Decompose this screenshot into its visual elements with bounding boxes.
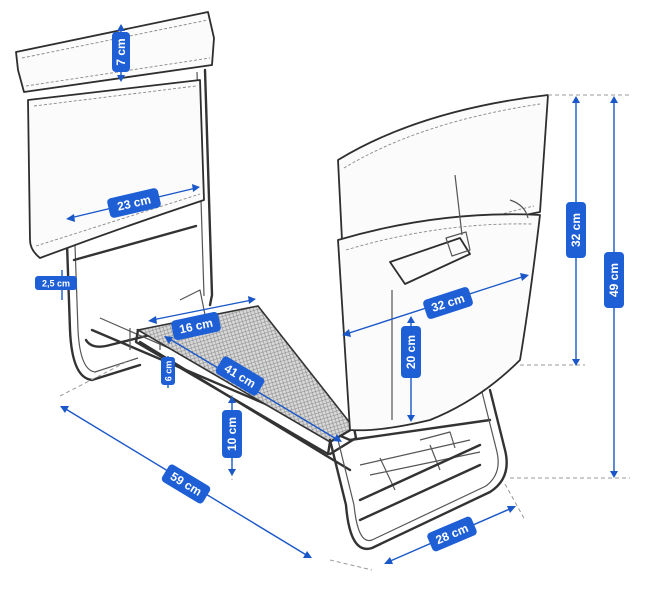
badge-bag-width: 32 cm — [423, 287, 473, 319]
badge-seat-height: 10 cm — [222, 410, 242, 458]
badge-strap-height: 7 cm — [112, 32, 130, 72]
badge-pad-thickness: 6 cm — [161, 357, 175, 385]
label-pocket-height: 20 cm — [404, 335, 418, 369]
badge-total-height: 49 cm — [604, 252, 624, 308]
badge-total-length: 59 cm — [161, 464, 211, 504]
label-pad-width: 16 cm — [178, 316, 214, 337]
badge-left-frame-width: 23 cm — [107, 188, 161, 218]
label-bag-height: 32 cm — [569, 213, 583, 247]
label-seat-height: 10 cm — [225, 417, 239, 451]
dimension-badges: 7 cm 23 cm 2,5 cm 16 cm 41 cm 6 cm 10 cm — [35, 32, 624, 552]
kneeler-illustration — [15, 11, 549, 551]
label-strap-height: 7 cm — [114, 38, 128, 65]
right-tool-bag — [337, 94, 549, 432]
right-frame — [328, 388, 508, 551]
label-tube-diameter: 2,5 cm — [42, 279, 70, 289]
label-pad-thickness: 6 cm — [164, 361, 174, 382]
badge-pad-width: 16 cm — [171, 311, 221, 341]
badge-bag-height: 32 cm — [566, 202, 586, 258]
badge-pocket-height: 20 cm — [401, 326, 421, 378]
badge-base-width: 28 cm — [427, 516, 477, 552]
label-total-height: 49 cm — [607, 263, 621, 297]
badge-tube-diameter: 2,5 cm — [35, 276, 77, 290]
